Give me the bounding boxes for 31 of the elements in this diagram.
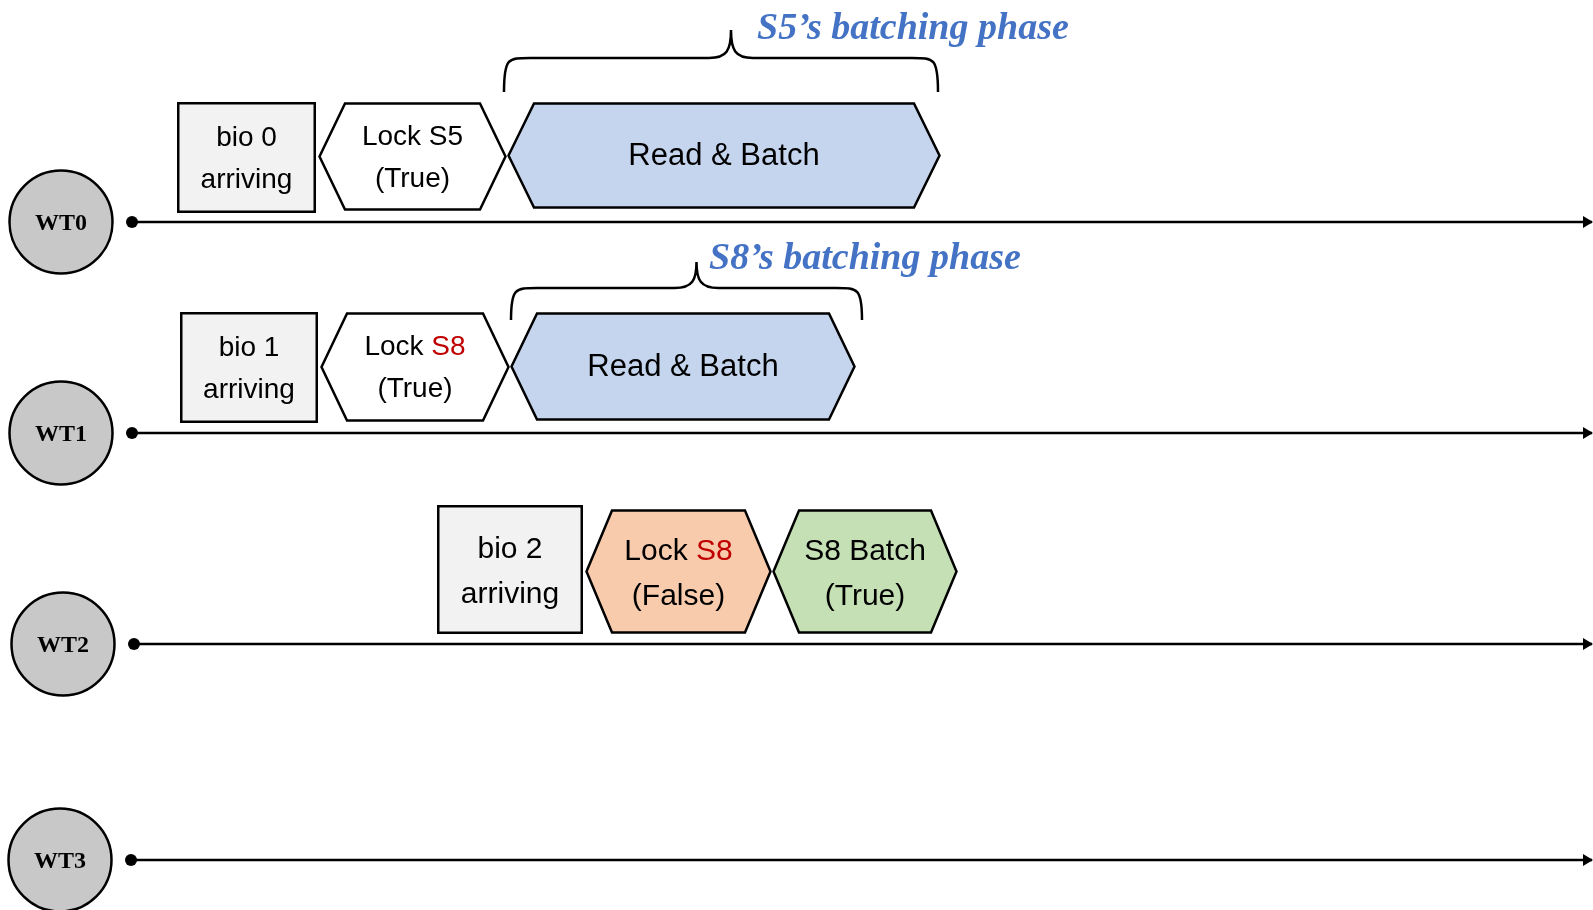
phase-label: S8’s batching phase (709, 234, 1021, 278)
step-label: bio 1 arriving (202, 329, 296, 406)
timeline-arrow (128, 638, 1593, 650)
thread-label: WT0 (35, 208, 87, 237)
thread-label: WT3 (34, 846, 86, 875)
step-label: Lock S8 (False) (623, 531, 734, 613)
thread-label: WT1 (35, 419, 87, 448)
thread-circle (10, 591, 116, 697)
step-label: Lock S5 (True) (360, 118, 465, 195)
thread-circle (8, 380, 114, 486)
step-label: Lock S8 (True) (363, 329, 467, 405)
hexagon-step (772, 509, 958, 634)
step-label: bio 2 arriving (459, 529, 561, 611)
hexagon-step (318, 102, 507, 211)
thread-label: WT2 (37, 630, 89, 659)
step-label: Read & Batch (587, 347, 779, 386)
hexagon-step (507, 102, 941, 209)
step-label: bio 0 arriving (199, 119, 294, 196)
hexagon-step (320, 312, 510, 422)
hexagon-step (585, 509, 772, 634)
hexagon-step (510, 312, 856, 421)
timeline-arrow (126, 216, 1593, 228)
phase-label: S5’s batching phase (757, 4, 1069, 48)
step-label: Read & Batch (628, 136, 820, 175)
timeline-arrow (126, 427, 1593, 439)
step-label: S8 Batch (True) (803, 531, 927, 613)
event-box (180, 312, 318, 423)
event-box (437, 505, 583, 634)
timeline-arrow (125, 854, 1593, 866)
event-box (177, 102, 316, 213)
thread-circle (8, 169, 114, 275)
